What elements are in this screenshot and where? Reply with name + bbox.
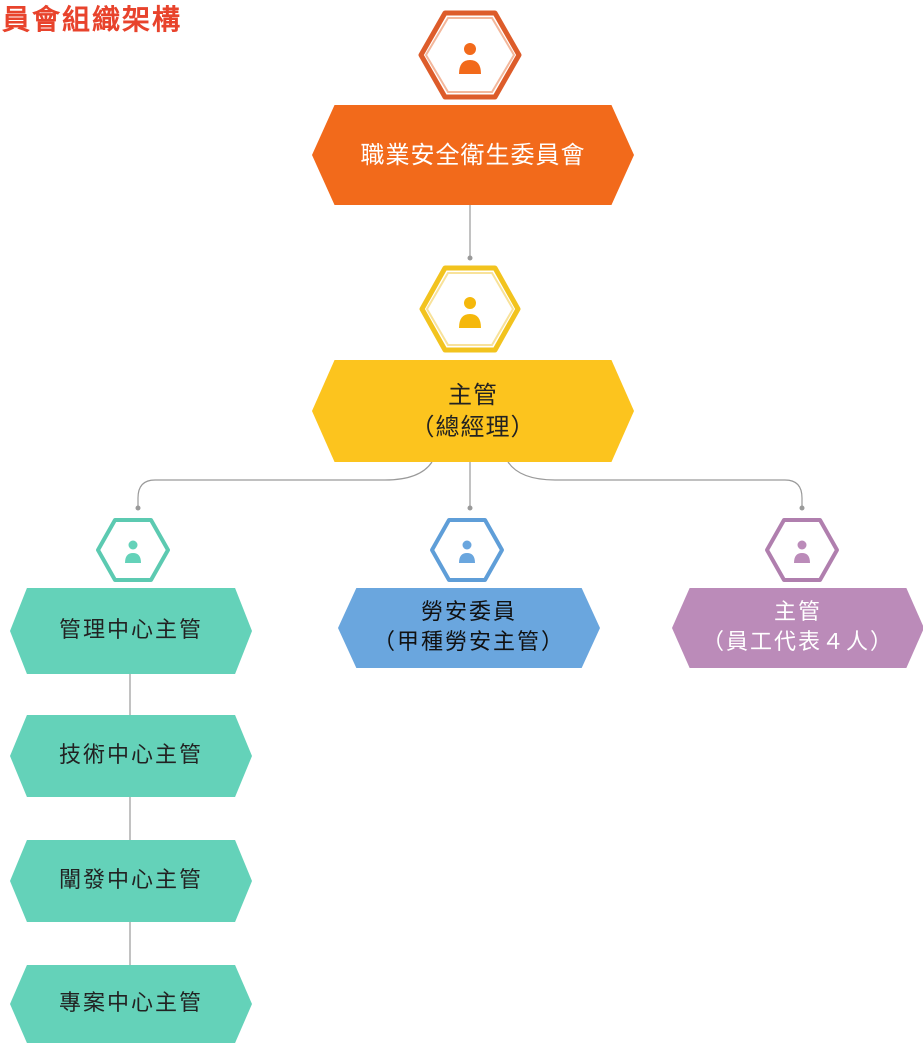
gm-title: 主管 — [448, 380, 498, 409]
connector-dot — [135, 505, 141, 511]
rd-node: 闡發中心主管 — [10, 840, 252, 922]
rep-user-icon — [765, 518, 839, 582]
project-node: 專案中心主管 — [10, 965, 252, 1043]
page-title: 委員會組織架構 — [0, 3, 183, 36]
rd-label: 闡發中心主管 — [58, 868, 203, 894]
committee-node: 職業安全衛生委員會 — [312, 105, 634, 205]
safety-subtitle: （甲種勞安主管） — [372, 630, 565, 655]
tech-label: 技術中心主管 — [58, 743, 203, 769]
management-label: 管理中心主管 — [58, 618, 203, 644]
management-user-icon — [96, 518, 170, 582]
rep-title: 主管 — [773, 600, 822, 626]
committee-label: 職業安全衛生委員會 — [360, 140, 586, 169]
connector-dot — [467, 505, 473, 511]
gm-subtitle: （總經理） — [410, 413, 536, 441]
rep-subtitle: （員工代表４人） — [701, 630, 894, 655]
committee-user-icon — [418, 10, 522, 100]
connector-gm-management — [137, 461, 433, 508]
connector-dot — [467, 255, 473, 261]
management-node: 管理中心主管 — [10, 588, 252, 674]
safety-user-icon — [430, 518, 504, 582]
connector-dot — [799, 505, 805, 511]
gm-user-icon — [419, 265, 521, 353]
safety-node: 勞安委員 （甲種勞安主管） — [338, 588, 600, 668]
safety-title: 勞安委員 — [420, 600, 517, 626]
connector-gm-rep — [507, 461, 803, 508]
rep-node: 主管 （員工代表４人） — [672, 588, 923, 668]
tech-node: 技術中心主管 — [10, 715, 252, 797]
gm-node: 主管 （總經理） — [312, 360, 634, 462]
project-label: 專案中心主管 — [58, 991, 203, 1017]
